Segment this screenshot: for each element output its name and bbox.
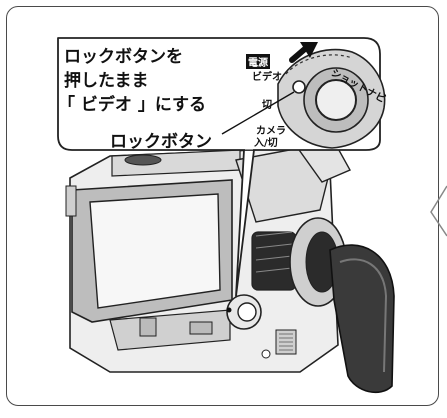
dial-lock-button	[292, 80, 306, 94]
rotate-arrow-icon	[300, 42, 318, 58]
instruction-line-1: ロックボタンを	[64, 47, 183, 67]
camera-label-line2: 入/切	[254, 138, 278, 149]
lock-leader-line	[221, 91, 295, 135]
camcorder-body	[65, 133, 395, 394]
instruction-line-2: 押したまま	[64, 71, 149, 91]
panel-switch	[65, 185, 77, 217]
lock-button-dot	[226, 307, 232, 313]
video-label: ビデオ	[252, 72, 282, 83]
instruction-line-3: 「 ビデオ 」にする	[58, 95, 207, 115]
camera-label-line1: カメラ	[256, 126, 286, 137]
hand-grip	[329, 244, 395, 394]
off-label: 切	[262, 100, 272, 111]
power-dial-closeup	[277, 42, 386, 149]
lock-button-label: ロックボタン	[110, 132, 212, 152]
power-label: 電源	[246, 54, 270, 69]
next-arrow-hint-icon	[430, 185, 447, 237]
